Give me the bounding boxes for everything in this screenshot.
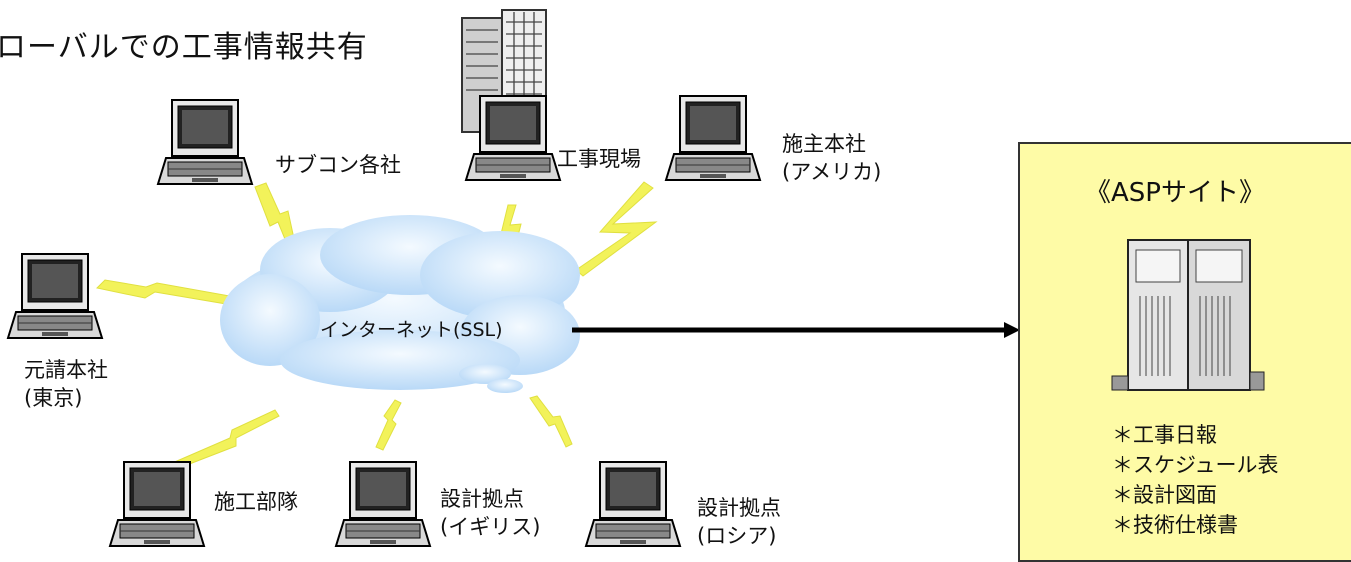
laptop-icon-site [465,95,561,181]
label-design-russia: 設計拠点 (ロシア) [697,494,781,550]
label-subcon: サブコン各社 [275,153,401,177]
cloud-label: インターネット(SSL) [320,319,503,341]
asp-item: ＊技術仕様書 [1112,513,1238,537]
laptop-icon-russia [585,461,681,547]
laptop-icon-team [109,461,205,547]
label-prime-hq: 元請本社 (東京) [24,356,108,412]
laptop-icon-prime [7,253,103,339]
label-owner-hq: 施主本社 (アメリカ) [782,130,881,186]
asp-connection [572,322,1020,338]
label-design-uk-location: (イギリス) [440,515,541,539]
label-owner-hq-name: 施主本社 [782,132,866,156]
link-uk [375,399,402,451]
arrow-head [1004,322,1020,338]
asp-item: ＊設計図面 [1112,483,1217,507]
label-site: 工事現場 [557,147,641,171]
server-icon [1111,239,1265,391]
link-team [169,409,280,471]
label-prime-hq-location: (東京) [24,386,83,410]
label-design-uk-name: 設計拠点 [440,487,524,511]
laptop-icon-owner [665,95,761,181]
asp-item: ＊工事日報 [1112,423,1217,447]
laptop-icon-uk [335,461,431,547]
asp-contents-list: ＊工事日報 ＊スケジュール表 ＊設計図面 ＊技術仕様書 [1112,420,1279,540]
label-prime-hq-name: 元請本社 [24,358,108,382]
label-construction-team: 施工部隊 [214,490,298,514]
label-design-russia-location: (ロシア) [697,524,777,548]
link-russia [529,395,573,448]
label-design-russia-name: 設計拠点 [697,496,781,520]
link-owner [575,181,658,277]
internet-cloud [220,215,580,393]
label-design-uk: 設計拠点 (イギリス) [440,485,540,541]
label-owner-hq-location: (アメリカ) [782,160,882,184]
asp-site-title: 《ASPサイト》 [1085,178,1265,208]
asp-item: ＊スケジュール表 [1112,453,1279,477]
diagram-title: ローバルでの工事情報共有 [0,30,368,65]
laptop-icon-subcon [157,99,253,185]
